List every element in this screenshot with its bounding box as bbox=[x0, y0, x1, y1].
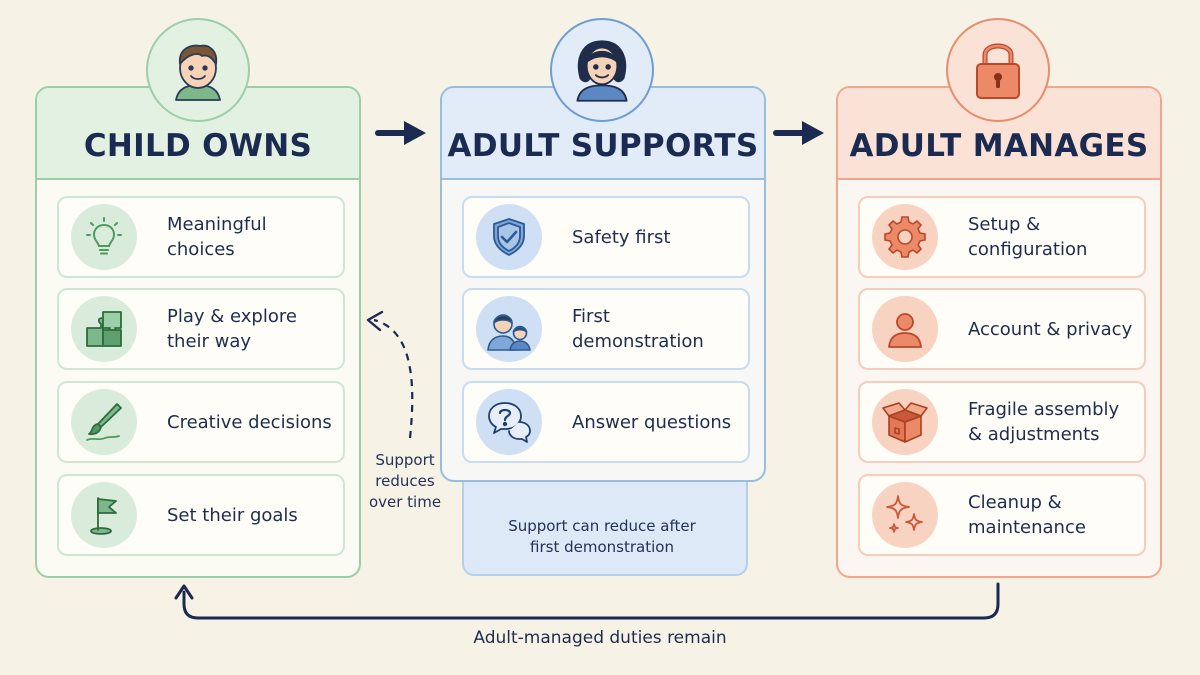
card-label: Play & explore their way bbox=[167, 306, 297, 352]
parent-child-icon bbox=[476, 296, 542, 362]
adult-avatar-icon bbox=[550, 18, 654, 122]
card-label: Account & privacy bbox=[968, 318, 1133, 340]
card-meaningful-choices: Meaningful choices bbox=[57, 196, 345, 278]
question-bubbles-icon bbox=[476, 389, 542, 455]
card-fragile-assembly: Fragile assembly & adjustments bbox=[858, 381, 1146, 463]
card-play-explore: Play & explore their way bbox=[57, 288, 345, 370]
column-child-owns: CHILD OWNS Meaningful choices Play & exp… bbox=[35, 86, 361, 578]
arrow-child-to-supports bbox=[375, 121, 426, 145]
card-label: First demonstration bbox=[572, 306, 704, 352]
person-icon bbox=[872, 296, 938, 362]
card-setup-configuration: Setup & configuration bbox=[858, 196, 1146, 278]
card-label: Creative decisions bbox=[167, 411, 332, 433]
dashed-curve-arrow bbox=[366, 310, 414, 439]
column-title: ADULT MANAGES bbox=[849, 128, 1149, 164]
column-adult-supports: ADULT SUPPORTS Safety first First demons… bbox=[440, 86, 766, 482]
card-label: Setup & configuration bbox=[968, 214, 1088, 260]
open-box-icon bbox=[872, 389, 938, 455]
card-set-goals: Set their goals bbox=[57, 474, 345, 556]
card-safety-first: Safety first bbox=[462, 196, 750, 278]
side-note-support-reduces: Support reduces over time bbox=[368, 451, 442, 511]
card-account-privacy: Account & privacy bbox=[858, 288, 1146, 370]
card-answer-questions: Answer questions bbox=[462, 381, 750, 463]
arrow-supports-to-manages bbox=[773, 121, 824, 145]
card-label: Answer questions bbox=[572, 411, 732, 433]
gear-icon bbox=[872, 204, 938, 270]
bottom-note: Adult-managed duties remain bbox=[473, 628, 727, 648]
card-label: Cleanup & maintenance bbox=[968, 492, 1086, 538]
card-label: Meaningful choices bbox=[167, 214, 267, 260]
padlock-icon bbox=[946, 18, 1050, 122]
child-avatar-icon bbox=[146, 18, 250, 122]
card-label: Safety first bbox=[572, 226, 671, 248]
supports-note-text: Support can reduce after first demonstra… bbox=[508, 517, 696, 556]
bottom-return-arrow bbox=[174, 582, 1000, 620]
card-cleanup-maintenance: Cleanup & maintenance bbox=[858, 474, 1146, 556]
card-first-demonstration: First demonstration bbox=[462, 288, 750, 370]
lightbulb-icon bbox=[71, 204, 137, 270]
card-label: Fragile assembly & adjustments bbox=[968, 399, 1120, 445]
column-title: CHILD OWNS bbox=[83, 128, 313, 164]
sparkles-icon bbox=[872, 482, 938, 548]
card-label: Set their goals bbox=[167, 504, 298, 526]
column-adult-manages: ADULT MANAGES Setup & configuration Acco… bbox=[836, 86, 1162, 578]
shield-check-icon bbox=[476, 204, 542, 270]
paintbrush-icon bbox=[71, 389, 137, 455]
card-creative-decisions: Creative decisions bbox=[57, 381, 345, 463]
column-title: ADULT SUPPORTS bbox=[447, 128, 759, 164]
flag-icon bbox=[71, 482, 137, 548]
puzzle-icon bbox=[71, 296, 137, 362]
column-header: CHILD OWNS bbox=[37, 88, 359, 180]
